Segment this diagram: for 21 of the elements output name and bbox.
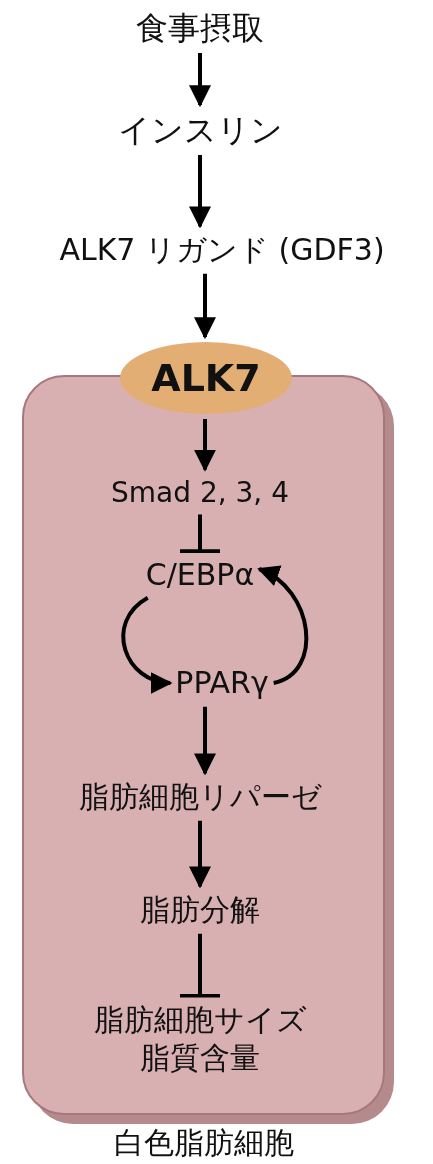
arrow xyxy=(194,273,216,340)
arrow xyxy=(121,596,173,692)
cell-label: 白色脂肪細胞 xyxy=(113,1124,294,1162)
arrow xyxy=(194,419,216,472)
inhibition-line xyxy=(180,514,220,554)
pathway-label: 脂肪分解 xyxy=(140,891,260,929)
arrow xyxy=(194,706,216,776)
arrow xyxy=(189,53,211,108)
pathway-label: Smad 2, 3, 4 xyxy=(111,474,289,510)
pathway-label: PPARγ xyxy=(175,664,269,702)
pathway-label: 脂肪細胞サイズ脂質含量 xyxy=(92,1000,308,1076)
pathway-label: C/EBPα xyxy=(145,556,255,594)
pathway-label: 脂肪細胞リパーゼ xyxy=(78,778,322,816)
arrow xyxy=(257,567,309,685)
receptor-label: ALK7 xyxy=(151,356,261,400)
inhibition-line xyxy=(180,933,220,998)
arrow xyxy=(189,820,211,889)
arrow xyxy=(189,155,211,229)
pathway-label: ALK7 リガンド (GDF3) xyxy=(59,231,385,269)
pathway-label: 食事摂取 xyxy=(136,8,264,48)
pathway-label: インスリン xyxy=(117,110,283,150)
